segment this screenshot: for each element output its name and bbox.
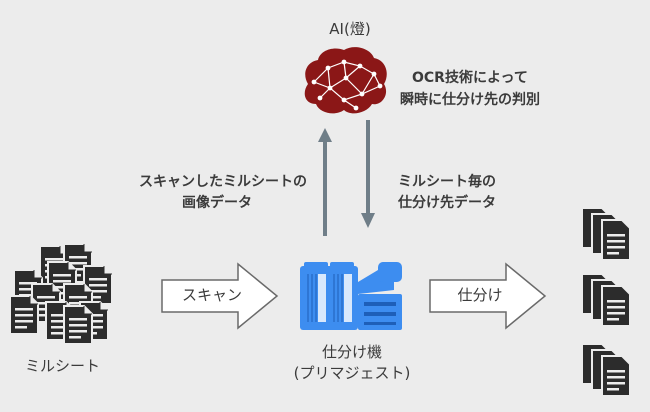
brain-network-icon — [304, 47, 387, 114]
ai-caption-line1: OCR技術によって — [412, 70, 528, 86]
sorted-document-icon — [581, 343, 631, 397]
scan-arrow — [161, 262, 279, 330]
document-stack-icon — [9, 243, 113, 345]
sort-arrow-label: 仕分け — [457, 286, 503, 304]
download-arrow — [361, 120, 375, 228]
flow-up-line2: 画像データ — [182, 195, 252, 211]
flow-down-line2: 仕分け先データ — [398, 195, 496, 211]
ai-title: AI(燈) — [329, 20, 371, 38]
sorted-document-icon — [581, 273, 631, 327]
flow-down-line1: ミルシート毎の — [398, 174, 496, 190]
flow-up-line1: スキャンしたミルシートの — [139, 174, 307, 190]
sorting-machine-icon — [300, 262, 402, 330]
scan-arrow-label: スキャン — [181, 286, 242, 304]
sort-arrow — [429, 262, 547, 330]
source-docs-label: ミルシート — [25, 357, 101, 375]
machine-line2: (プリマジェスト) — [293, 364, 411, 382]
upload-arrow — [318, 128, 332, 236]
ai-caption-line2: 瞬時に仕分け先の判別 — [400, 92, 540, 108]
machine-line1: 仕分け機 — [321, 343, 382, 361]
sorted-document-icon — [581, 207, 631, 261]
